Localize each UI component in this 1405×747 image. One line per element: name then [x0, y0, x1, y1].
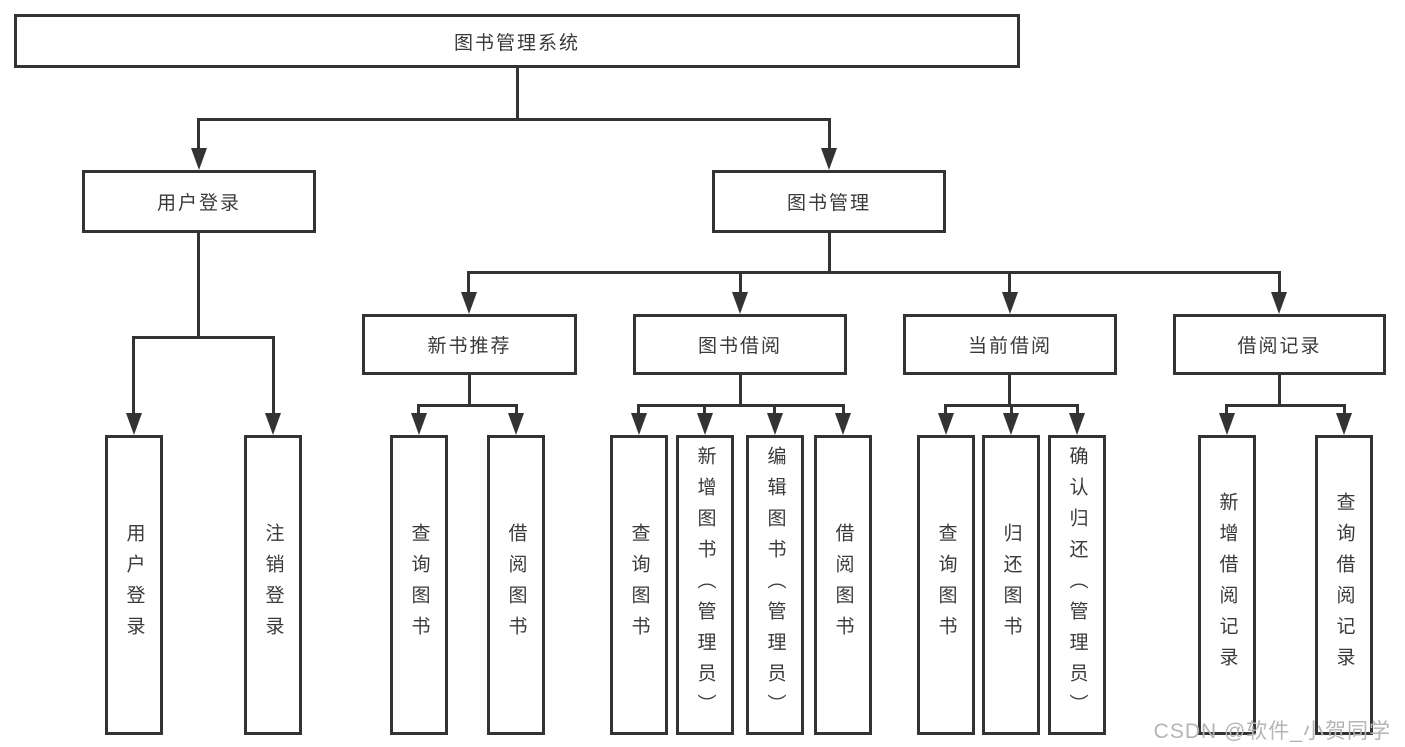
- connector-line: [516, 68, 519, 120]
- leaf-query-borrow-record: 查询借阅记录: [1315, 435, 1373, 735]
- arrow-down-icon: [821, 148, 837, 170]
- connector-line: [703, 404, 706, 415]
- connector-line: [272, 336, 275, 415]
- connector-line: [467, 271, 1281, 274]
- arrow-down-icon: [1069, 413, 1085, 435]
- leaf-return-books: 归还图书: [982, 435, 1040, 735]
- connector-line: [739, 271, 742, 296]
- arrow-down-icon: [461, 292, 477, 314]
- leaf-add-borrow-record-label: 新增借阅记录: [1216, 492, 1238, 678]
- connector-line: [417, 404, 518, 407]
- leaf-query-borrow-record-label: 查询借阅记录: [1333, 492, 1355, 678]
- connector-line: [197, 118, 200, 152]
- connector-line: [1008, 271, 1011, 296]
- leaf-add-borrow-record: 新增借阅记录: [1198, 435, 1256, 735]
- leaf-add-books-admin: 新增图书（管理员）: [676, 435, 734, 735]
- connector-line: [637, 404, 845, 407]
- node-book-borrow-label: 图书借阅: [697, 336, 782, 357]
- arrow-down-icon: [835, 413, 851, 435]
- leaf-user-login-label: 用户登录: [123, 523, 145, 647]
- connector-line: [1343, 404, 1346, 415]
- connector-line: [828, 233, 831, 271]
- leaf-borrow-books-2: 借阅图书: [814, 435, 872, 735]
- leaf-user-login: 用户登录: [105, 435, 163, 735]
- connector-line: [132, 336, 135, 415]
- arrow-down-icon: [1336, 413, 1352, 435]
- arrow-down-icon: [1271, 292, 1287, 314]
- arrow-down-icon: [732, 292, 748, 314]
- arrow-down-icon: [191, 148, 207, 170]
- connector-line: [1010, 404, 1013, 415]
- leaf-logout: 注销登录: [244, 435, 302, 735]
- leaf-edit-books-admin: 编辑图书（管理员）: [746, 435, 804, 735]
- connector-line: [739, 375, 742, 404]
- node-new-book-recommend-label: 新书推荐: [427, 336, 512, 357]
- node-book-management-label: 图书管理: [786, 193, 871, 214]
- connector-line: [515, 404, 518, 415]
- arrow-down-icon: [411, 413, 427, 435]
- arrow-down-icon: [697, 413, 713, 435]
- leaf-return-books-label: 归还图书: [1000, 523, 1022, 647]
- leaf-query-books-1: 查询图书: [390, 435, 448, 735]
- connector-line: [417, 404, 420, 415]
- arrow-down-icon: [631, 413, 647, 435]
- connector-line: [637, 404, 640, 415]
- connector-line: [773, 404, 776, 415]
- connector-line: [944, 404, 947, 415]
- connector-line: [1278, 271, 1281, 296]
- arrow-down-icon: [938, 413, 954, 435]
- leaf-query-books-2: 查询图书: [610, 435, 668, 735]
- arrow-down-icon: [126, 413, 142, 435]
- arrow-down-icon: [1003, 413, 1019, 435]
- leaf-edit-books-admin-label: 编辑图书（管理员）: [764, 445, 786, 725]
- connector-line: [828, 118, 831, 152]
- node-user-login-label: 用户登录: [156, 193, 241, 214]
- node-new-book-recommend: 新书推荐: [362, 314, 577, 375]
- leaf-logout-label: 注销登录: [262, 523, 284, 647]
- connector-line: [132, 336, 275, 339]
- arrow-down-icon: [767, 413, 783, 435]
- arrow-down-icon: [508, 413, 524, 435]
- connector-line: [1225, 404, 1346, 407]
- connector-line: [1278, 375, 1281, 404]
- node-borrow-records-label: 借阅记录: [1237, 336, 1322, 357]
- node-user-login: 用户登录: [82, 170, 316, 233]
- leaf-query-books-1-label: 查询图书: [408, 523, 430, 647]
- connector-line: [842, 404, 845, 415]
- arrow-down-icon: [1219, 413, 1235, 435]
- connector-line: [197, 233, 200, 336]
- node-current-borrow: 当前借阅: [903, 314, 1117, 375]
- node-book-borrow: 图书借阅: [633, 314, 847, 375]
- leaf-query-books-3: 查询图书: [917, 435, 975, 735]
- arrow-down-icon: [265, 413, 281, 435]
- connector-line: [468, 375, 471, 404]
- connector-line: [1008, 375, 1011, 404]
- connector-line: [1076, 404, 1079, 415]
- leaf-confirm-return-admin: 确认归还（管理员）: [1048, 435, 1106, 735]
- leaf-confirm-return-admin-label: 确认归还（管理员）: [1066, 445, 1088, 725]
- connector-line: [197, 118, 831, 121]
- leaf-borrow-books-2-label: 借阅图书: [832, 523, 854, 647]
- node-root-label: 图书管理系统: [453, 32, 580, 54]
- leaf-borrow-books-1: 借阅图书: [487, 435, 545, 735]
- node-root: 图书管理系统: [14, 14, 1020, 68]
- connector-line: [467, 271, 470, 296]
- node-current-borrow-label: 当前借阅: [967, 336, 1052, 357]
- leaf-borrow-books-1-label: 借阅图书: [505, 523, 527, 647]
- leaf-query-books-2-label: 查询图书: [628, 523, 650, 647]
- leaf-add-books-admin-label: 新增图书（管理员）: [694, 445, 716, 725]
- csdn-watermark: CSDN @软件_小贺同学: [1153, 720, 1391, 743]
- connector-line: [1225, 404, 1228, 415]
- node-book-management: 图书管理: [712, 170, 946, 233]
- arrow-down-icon: [1002, 292, 1018, 314]
- node-borrow-records: 借阅记录: [1173, 314, 1386, 375]
- leaf-query-books-3-label: 查询图书: [935, 523, 957, 647]
